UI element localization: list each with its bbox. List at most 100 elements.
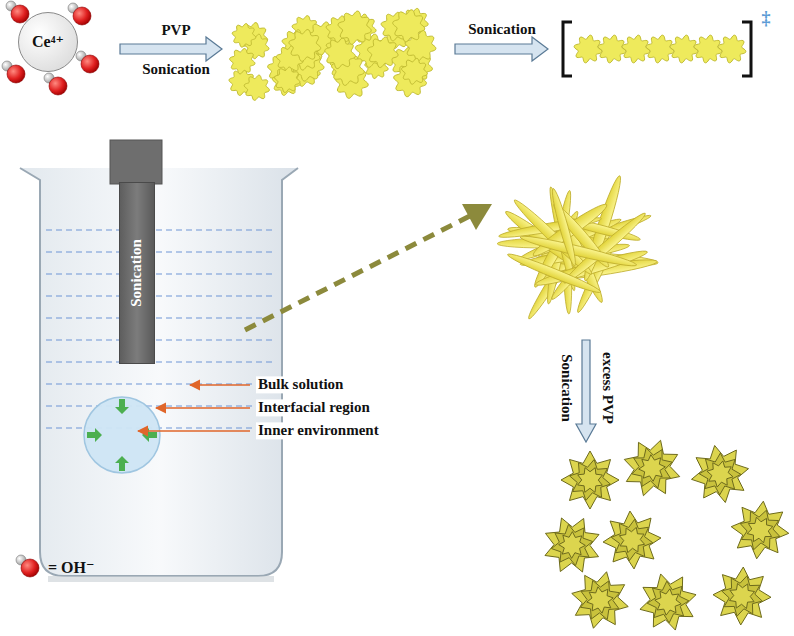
oxygen-atom — [7, 65, 25, 83]
legend-text: = OH⁻ — [48, 559, 94, 577]
flower-layer — [603, 511, 661, 569]
flower-layer — [551, 524, 592, 565]
inward-arrow-shape — [115, 456, 129, 471]
flower-layer — [647, 581, 689, 623]
flower-layer — [747, 517, 773, 543]
inward-arrow — [87, 428, 102, 442]
nanoparticle — [230, 49, 255, 74]
flower-layer — [655, 589, 681, 615]
cavitation-bubble — [84, 397, 160, 473]
solution-level — [46, 229, 276, 230]
flower-layer — [707, 461, 733, 487]
flower-assembly — [640, 574, 696, 630]
nanoparticle — [275, 67, 300, 92]
inward-arrow-shape — [142, 428, 157, 442]
flower-layer — [587, 587, 613, 613]
flower-layer — [619, 527, 644, 552]
probe-label: Sonication — [128, 239, 145, 307]
hydroxide-ball — [2, 61, 25, 83]
nanoparticle — [393, 10, 425, 42]
nanorod-bundle — [497, 174, 658, 321]
flower-layer — [632, 448, 672, 488]
nanoparticle-aggregate — [229, 8, 436, 100]
chain-particle — [670, 35, 698, 63]
solution-level — [46, 361, 276, 362]
flower-layer — [729, 583, 754, 608]
flower-layer — [740, 510, 780, 550]
ion-circle: Ce⁴⁺ — [18, 12, 78, 72]
nanoparticle — [402, 58, 428, 84]
solution-level — [46, 383, 276, 384]
flower-assembly — [545, 518, 599, 572]
flower-assembly — [572, 572, 628, 628]
oxygen-atom — [21, 559, 39, 577]
flower-layer — [578, 468, 603, 493]
chain-particle — [646, 35, 674, 63]
probe-head — [110, 140, 162, 184]
chain-particle — [694, 35, 722, 63]
nanoparticle — [244, 75, 269, 100]
solution-level — [46, 339, 276, 340]
oxygen-atom — [49, 77, 67, 95]
flower-layer — [722, 576, 763, 617]
dashed-arrow-head — [462, 204, 492, 230]
flower-layer — [545, 518, 599, 572]
flower-assembly — [713, 567, 771, 625]
solution-level — [46, 273, 276, 274]
inward-arrow — [142, 428, 157, 442]
flower-assembly — [624, 440, 679, 495]
region-label: Interfacial region — [256, 399, 372, 416]
flower-layer — [559, 532, 586, 559]
nanoparticle — [338, 11, 371, 44]
chain-particle — [574, 35, 602, 63]
region-label: Inner environment — [256, 422, 381, 439]
transition-mark: ‡ — [762, 8, 771, 29]
process-label: Sonication — [142, 61, 210, 78]
oxygen-atom — [73, 7, 91, 25]
nanoparticle — [368, 37, 399, 68]
nanoparticle — [272, 67, 300, 95]
ion-label: Ce⁴⁺ — [32, 33, 64, 51]
flower-layer — [639, 455, 666, 482]
region-label: Bulk solution — [256, 376, 345, 393]
nanoparticle — [289, 30, 321, 62]
inward-arrow — [115, 456, 129, 471]
inward-arrow-shape — [87, 428, 102, 442]
flower-assembly — [691, 445, 748, 502]
flower-layer — [699, 453, 741, 495]
flower-assembly — [603, 511, 661, 569]
hydroxide-ball — [6, 1, 29, 23]
reagent-label: PVP — [161, 22, 190, 39]
nanorod — [519, 232, 638, 269]
oxygen-atom — [81, 55, 99, 73]
solution-level — [46, 317, 276, 318]
solution-level — [46, 427, 276, 428]
flower-layer — [691, 445, 748, 502]
hydroxide-ball — [44, 73, 67, 95]
leader-arrow — [156, 407, 250, 409]
process-arrow — [455, 37, 548, 61]
process-label: Sonication — [557, 354, 574, 422]
flower-layer — [640, 574, 696, 630]
solution-level — [46, 405, 276, 406]
beaker-shadow — [48, 576, 274, 582]
sonicator-probe: Sonication — [119, 182, 155, 364]
process-arrow-down — [576, 340, 596, 442]
flower-assembly — [731, 501, 789, 559]
flower-layer — [611, 519, 652, 560]
leader-arrow — [190, 384, 250, 386]
flower-layer — [713, 567, 771, 625]
nanoparticle — [232, 24, 256, 48]
flower-layer — [624, 440, 679, 495]
flower-layer — [731, 501, 789, 559]
chain-particle — [718, 35, 746, 63]
leader-arrow — [138, 430, 250, 432]
solution-level — [46, 251, 276, 252]
solution-level — [46, 295, 276, 296]
flower-layer — [570, 460, 611, 501]
reagent-label: excess PVP — [598, 352, 615, 424]
hydroxide-ball — [76, 51, 99, 73]
chain-particle — [598, 35, 626, 63]
